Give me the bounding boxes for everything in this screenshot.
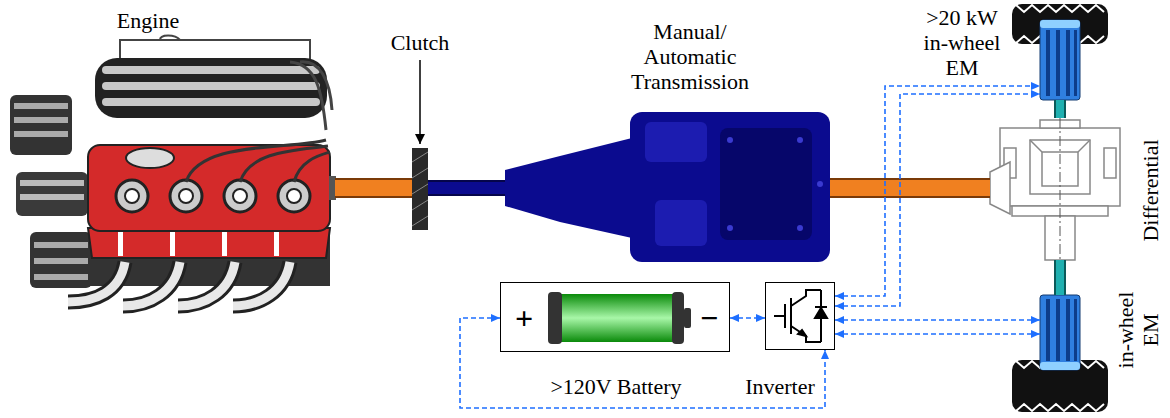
component-label: − — [694, 300, 724, 336]
component-label: Inverter — [740, 374, 820, 399]
igbt-symbol — [774, 290, 827, 342]
leader-arrow — [419, 60, 421, 144]
drive-shaft — [335, 188, 412, 189]
shaft-outline — [335, 178, 412, 198]
signal-line — [835, 86, 1040, 296]
component-label: Differential — [1138, 128, 1163, 252]
drive-shaft — [830, 188, 990, 189]
shaft-body — [830, 180, 990, 196]
signal-line — [835, 319, 1040, 321]
component-label: Engine — [93, 8, 203, 33]
component-label: Clutch — [370, 30, 470, 55]
clutch-plate — [412, 60, 428, 230]
drive-shaft — [428, 188, 505, 189]
clutch: Clutch — [412, 148, 428, 230]
shaft-outline — [830, 178, 990, 198]
in-wheel-motor: in-wheel EM — [1040, 295, 1080, 370]
in-wheel-motor: >20 kW in-wheel EM — [1040, 20, 1080, 100]
shaft-outline — [428, 180, 505, 196]
component-label: >20 kW in-wheel EM — [917, 5, 1007, 80]
wheel — [1012, 360, 1108, 412]
inverter: Inverter — [765, 282, 835, 350]
motor-drawing — [1040, 20, 1080, 100]
shaft-body — [335, 180, 412, 196]
battery-cell — [548, 292, 691, 344]
component-label: in-wheel EM — [1113, 285, 1163, 375]
shaft-outline — [1054, 260, 1066, 295]
differential: Differential — [990, 118, 1130, 260]
component-label: + — [509, 300, 539, 336]
drive-shaft — [1060, 100, 1061, 118]
drive-shaft — [1060, 260, 1061, 295]
engine: Engine — [20, 45, 335, 300]
motor-drawing — [1040, 295, 1080, 370]
transmission: Manual/ Automatic Transmission — [505, 112, 830, 262]
shaft-body — [1056, 260, 1064, 295]
differential-drawing — [990, 118, 1120, 260]
shaft-body — [1056, 100, 1064, 118]
battery: +−>120V Battery — [500, 282, 730, 352]
signal-line — [835, 333, 1040, 335]
signal-line — [460, 318, 825, 408]
component-label: >120V Battery — [531, 374, 701, 399]
transmission-drawing — [505, 112, 836, 262]
signal-line — [730, 317, 765, 319]
engine-drawing — [10, 36, 336, 307]
shaft-outline — [1054, 100, 1066, 118]
shaft-body — [428, 182, 505, 194]
component-label: Manual/ Automatic Transmission — [615, 19, 765, 94]
signal-line — [835, 94, 1040, 306]
